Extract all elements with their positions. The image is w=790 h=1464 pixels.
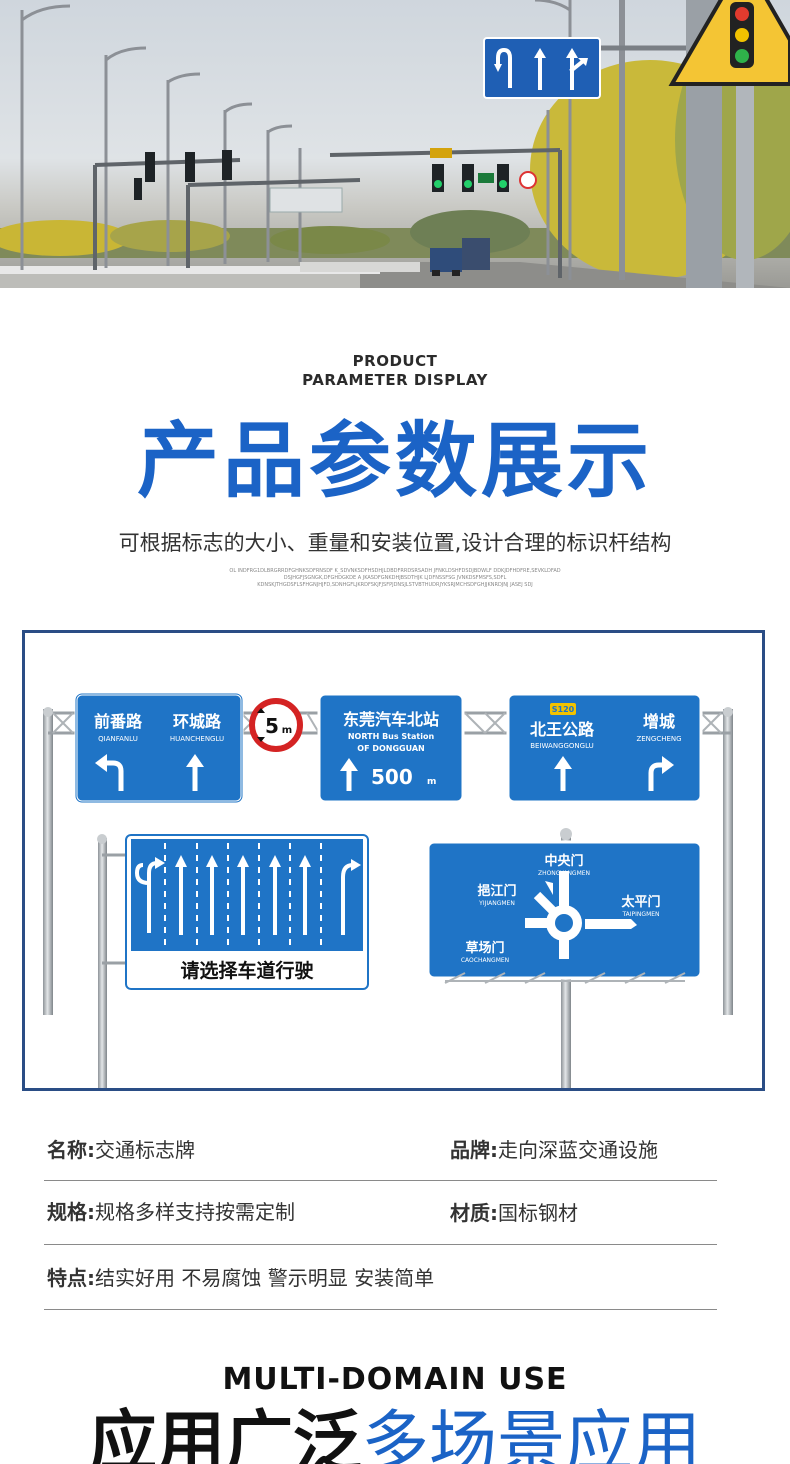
lane-sign-caption: 请选择车道行驶 — [180, 959, 313, 982]
param-name-key: 名称: — [47, 1138, 95, 1162]
straight-arrow-icon — [186, 754, 204, 791]
section-cn-title: 产品参数展示 — [136, 414, 653, 509]
param-feature-value: 结实好用 不易腐蚀 警示明显 安装简单 — [95, 1266, 435, 1290]
param-name-value: 交通标志牌 — [95, 1138, 195, 1162]
turn-right-arrow-icon — [648, 756, 674, 791]
section-en-title-line2: PARAMETER DISPLAY — [302, 371, 488, 389]
usage-title-blue: 多场景应用 — [361, 1404, 702, 1464]
gantry-pole-right — [723, 709, 733, 1015]
param-brand-key: 品牌: — [450, 1138, 498, 1162]
straight-arrow-icon — [554, 756, 572, 791]
sign2-title-en1: NORTH Bus Station — [348, 732, 435, 741]
sign2-distance-unit: m — [427, 777, 436, 787]
param-feature: 特点:结实好用 不易腐蚀 警示明显 安装简单 — [47, 1264, 434, 1292]
roundabout-right-en: TAIPINGMEN — [621, 911, 659, 918]
direction-sign-beiwang-zengcheng: S120 北王公路 BEIWANGGONGLU 增城 ZENGCHENG — [506, 692, 703, 804]
roundabout-top-en: ZHONGYANGMEN — [538, 870, 590, 877]
roundabout-bottom-en: CAOCHANGMEN — [461, 957, 509, 964]
multi-domain-title: MULTI-DOMAIN USE — [222, 1362, 568, 1397]
param-brand: 品牌:走向深蓝交通设施 — [450, 1136, 658, 1164]
param-brand-value: 走向深蓝交通设施 — [498, 1138, 658, 1162]
sign1-left-en: QIANFANLU — [98, 735, 138, 743]
usage-title-bold: 应用广泛 — [88, 1404, 361, 1464]
traffic-light-warning-sign — [668, 0, 790, 86]
roundabout-bottom-cn: 草场门 — [465, 940, 504, 956]
direction-sign-qianfan-huancheng: 前番路 QIANFANLU 环城路 HUANCHENGLU — [74, 692, 244, 804]
sign2-title-en2: OF DONGGUAN — [357, 744, 424, 753]
traffic-signs-illustration: 前番路 QIANFANLU 环城路 HUANCHENGLU 5 m 东莞汽车北站 — [43, 692, 733, 1088]
sign1-left-cn: 前番路 — [94, 712, 143, 731]
sign3-right-en: ZENGCHENG — [636, 735, 681, 743]
sign1-right-en: HUANCHENGLU — [170, 735, 224, 743]
sign3-left-en: BEIWANGGONGLU — [530, 742, 594, 750]
roundabout-right-cn: 太平门 — [620, 894, 660, 910]
route-number-badge: S120 — [552, 705, 575, 714]
direction-sign-dongguan-station: 东莞汽车北站 NORTH Bus Station OF DONGGUAN 500… — [317, 692, 465, 804]
roundabout-top-cn: 中央门 — [544, 853, 583, 869]
param-divider — [44, 1180, 717, 1181]
param-spec-key: 规格: — [47, 1200, 95, 1224]
sign2-title-cn: 东莞汽车北站 — [343, 710, 439, 729]
param-feature-key: 特点: — [47, 1266, 95, 1290]
height-limit-unit: m — [282, 725, 292, 736]
fine-print-line: DSJHGFJSGNGK,DFGHDGKDE A JKASDFGNKDHJBSD… — [283, 575, 507, 581]
road-scene-illustration — [0, 0, 790, 288]
section-en-title-line1: PRODUCT — [352, 352, 438, 370]
straight-arrow-icon — [340, 758, 358, 791]
param-material-value: 国标钢材 — [498, 1201, 578, 1225]
sign3-right-cn: 增城 — [643, 712, 675, 731]
param-spec: 规格:规格多样支持按需定制 — [47, 1198, 295, 1226]
overhead-lane-sign — [483, 37, 601, 99]
sign1-right-cn: 环城路 — [173, 712, 222, 731]
gantry-pole-left — [43, 709, 53, 1015]
turn-left-arrow-icon — [95, 754, 124, 791]
height-limit-sign: 5 m — [249, 698, 303, 752]
lane-selection-sign: 请选择车道行驶 — [125, 834, 369, 990]
param-divider — [44, 1309, 717, 1310]
fine-print-line: KDNSKJTHGDSFLSFHGNJHJFD,SDNHGFLJKRDFSKJF… — [257, 582, 533, 588]
roundabout-left-cn: 挹江门 — [477, 883, 516, 899]
hero-photo — [0, 0, 790, 288]
sign3-left-cn: 北王公路 — [530, 720, 595, 739]
param-name: 名称:交通标志牌 — [47, 1136, 195, 1164]
roundabout-direction-sign: 中央门 ZHONGYANGMEN 挹江门 YIJIANGMEN 太平门 TAIP… — [426, 840, 703, 980]
section-subtitle: 可根据标志的大小、重量和安装位置,设计合理的标识杆结构 — [118, 531, 672, 555]
param-material-key: 材质: — [450, 1201, 498, 1225]
usage-title: 应用广泛多场景应用 — [0, 1398, 790, 1464]
sign2-distance: 500 — [371, 765, 413, 789]
fine-print-line: OL INDFRG1DLBRGRRDFGHNKSDFRNSDF K_SDVNKS… — [229, 568, 561, 574]
param-divider — [44, 1244, 717, 1245]
height-limit-value: 5 — [265, 714, 279, 738]
product-display-frame: 前番路 QIANFANLU 环城路 HUANCHENGLU 5 m 东莞汽车北站 — [22, 630, 765, 1091]
roundabout-left-en: YIJIANGMEN — [478, 900, 515, 907]
param-spec-value: 规格多样支持按需定制 — [95, 1200, 295, 1224]
roundabout-sign-truss — [444, 972, 686, 984]
param-material: 材质:国标钢材 — [450, 1199, 578, 1227]
